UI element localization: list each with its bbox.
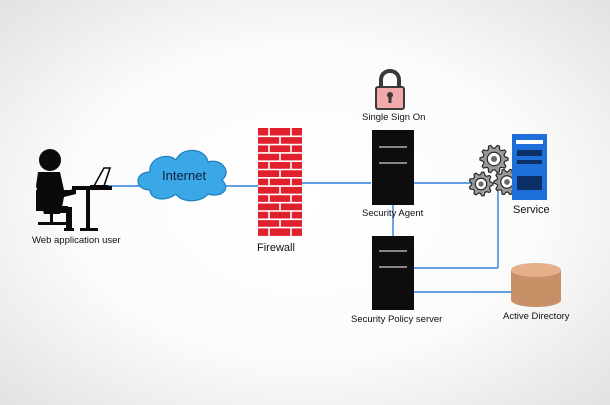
firewall-icon	[258, 128, 302, 236]
sso-label: Single Sign On	[362, 112, 426, 123]
active-directory-label: Active Directory	[503, 311, 570, 322]
firewall-label: Firewall	[257, 242, 295, 254]
database-icon	[511, 263, 561, 307]
connection-lines	[96, 182, 512, 293]
security-agent-server-icon	[372, 130, 414, 205]
service-icon	[512, 134, 547, 200]
policy-server-label: Security Policy server	[351, 314, 443, 325]
laptop-icon	[90, 167, 112, 187]
lock-icon	[375, 69, 405, 110]
internet-label: Internet	[162, 168, 207, 183]
security-agent-label: Security Agent	[362, 208, 424, 219]
user-label: Web application user	[32, 235, 121, 246]
service-label: Service	[513, 204, 550, 216]
user-icon	[36, 149, 112, 231]
internet-cloud-icon	[137, 149, 227, 202]
policy-server-icon	[372, 236, 414, 310]
